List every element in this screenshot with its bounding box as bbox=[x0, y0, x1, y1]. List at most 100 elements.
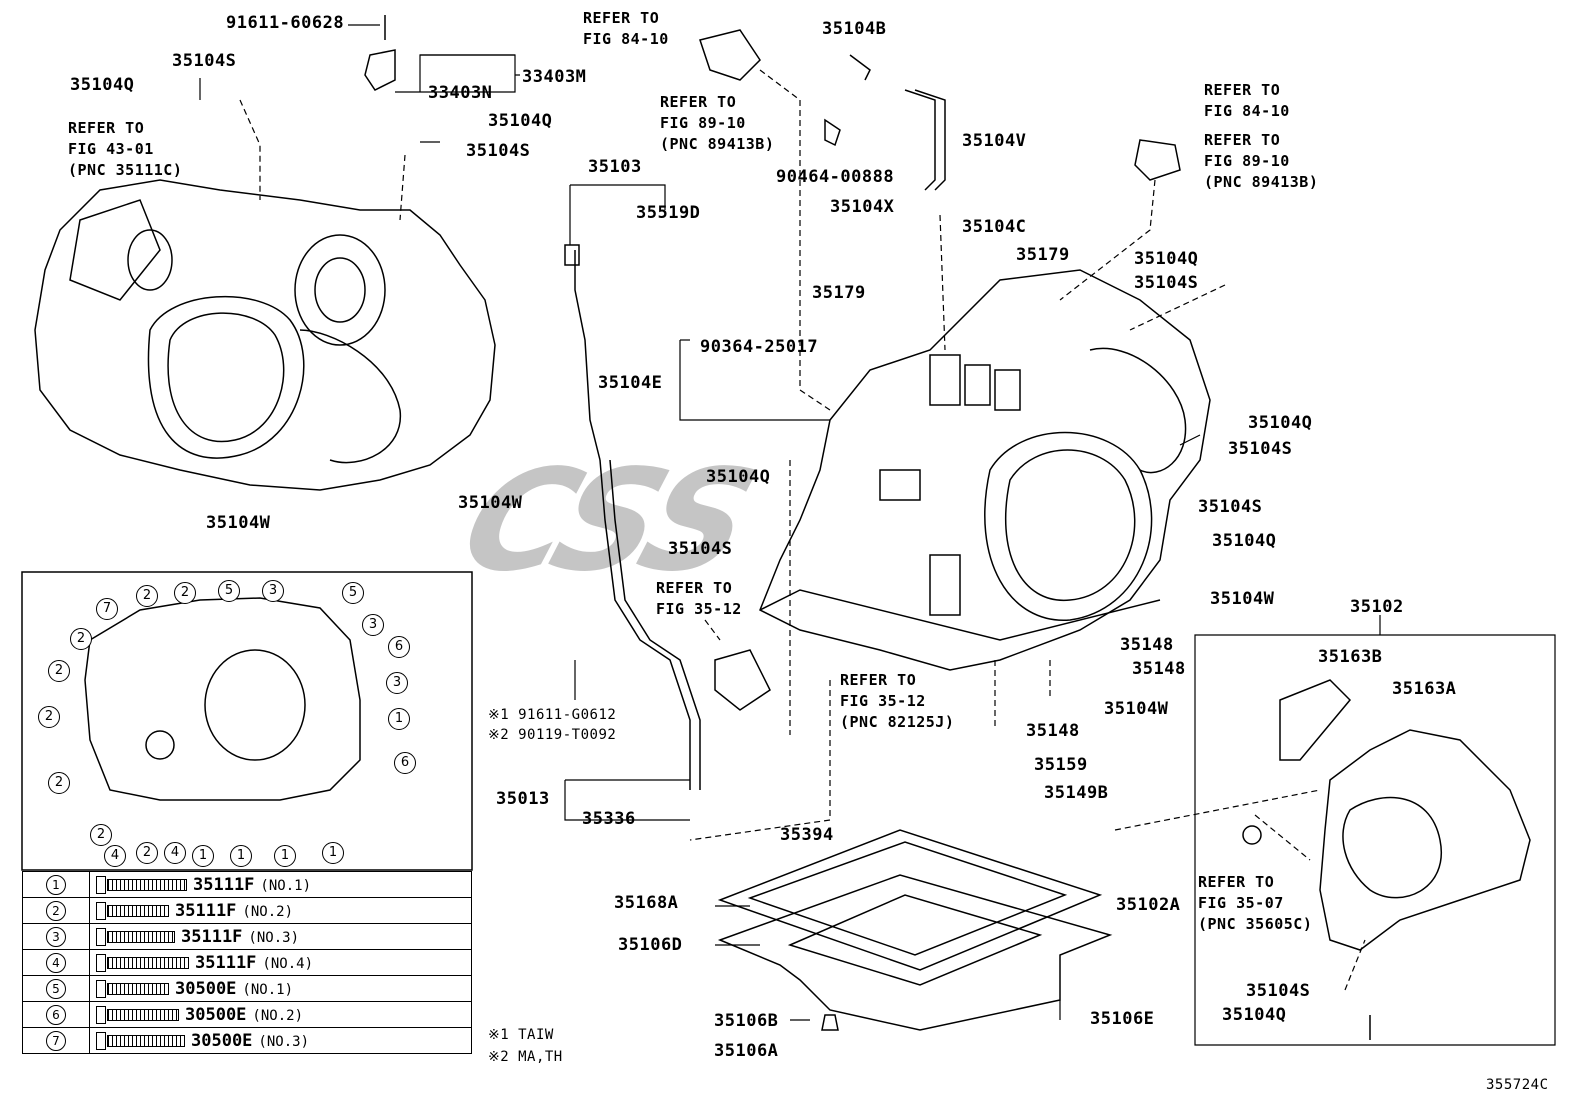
bolt-shaft-icon bbox=[107, 1034, 185, 1047]
label-35104S: 35104S bbox=[172, 51, 237, 71]
oil-pan-drawing bbox=[717, 829, 1113, 1031]
bolt-callout: 2 bbox=[136, 585, 158, 607]
label-35104W: 35104W bbox=[1210, 589, 1275, 609]
label-35104S: 35104S bbox=[466, 141, 531, 161]
label-35104Q: 35104Q bbox=[1222, 1005, 1287, 1025]
label-35104C: 35104C bbox=[962, 217, 1027, 237]
label-35106A: 35106A bbox=[714, 1041, 779, 1061]
bolt-callout: 2 bbox=[174, 582, 196, 604]
bolt-callout: 4 bbox=[164, 842, 186, 864]
bolt-callout: 1 bbox=[230, 845, 252, 867]
label-35104V: 35104V bbox=[962, 131, 1027, 151]
bolt-callout: 2 bbox=[70, 628, 92, 650]
label-35104Q: 35104Q bbox=[1134, 249, 1199, 269]
label-35104E: 35104E bbox=[598, 373, 663, 393]
label-35148: 35148 bbox=[1120, 635, 1174, 655]
label-35163B: 35163B bbox=[1318, 647, 1383, 667]
refer-fig-35-07: REFER TO FIG 35-07 (PNC 35605C) bbox=[1198, 873, 1313, 933]
bolt-size: (NO.2) bbox=[242, 903, 293, 920]
small-parts-drawing bbox=[364, 15, 1371, 1040]
label-35104Q: 35104Q bbox=[70, 75, 135, 95]
label-35104S: 35104S bbox=[1198, 497, 1263, 517]
bolt-callout: 3 bbox=[262, 580, 284, 602]
label-35148: 35148 bbox=[1026, 721, 1080, 741]
label-35104S: 35104S bbox=[1246, 981, 1311, 1001]
label-35104S: 35104S bbox=[668, 539, 733, 559]
bolt-table-row: 4 35111F (NO.4) bbox=[22, 949, 472, 976]
note-2: ※2 MA,TH bbox=[488, 1049, 563, 1065]
bolt-callout: 2 bbox=[48, 660, 70, 682]
bolt-callout: 4 bbox=[104, 845, 126, 867]
refer-fig-84-10: REFER TO FIG 84-10 bbox=[1204, 81, 1290, 120]
bolt-callout: 1 bbox=[322, 842, 344, 864]
dipstick-drawing bbox=[564, 244, 701, 790]
label-35104S: 35104S bbox=[1134, 273, 1199, 293]
label-33403N: 33403N bbox=[428, 83, 493, 103]
bolt-key: 4 bbox=[46, 953, 66, 973]
bolt-shaft-icon bbox=[107, 956, 189, 969]
leader-lines bbox=[199, 24, 1556, 1046]
label-35102A: 35102A bbox=[1116, 895, 1181, 915]
label-35106D: 35106D bbox=[618, 935, 683, 955]
footer-code: 355724C bbox=[1486, 1077, 1549, 1093]
bolt-callout: 6 bbox=[394, 752, 416, 774]
label-35104Q: 35104Q bbox=[488, 111, 553, 131]
bolt-icon bbox=[96, 979, 106, 998]
refer-fig-84-10: REFER TO FIG 84-10 bbox=[583, 9, 669, 48]
bolt-callout: 1 bbox=[274, 845, 296, 867]
note-1: ※1 TAIW bbox=[488, 1027, 554, 1043]
refer-fig-35-12-pnc: REFER TO FIG 35-12 (PNC 82125J) bbox=[840, 671, 955, 731]
bolt-icon bbox=[96, 875, 106, 894]
label-35159: 35159 bbox=[1034, 755, 1088, 775]
refer-fig-43-01: REFER TO FIG 43-01 (PNC 35111C) bbox=[68, 119, 183, 179]
label-35104W: 35104W bbox=[1104, 699, 1169, 719]
transaxle-housing-drawing bbox=[34, 179, 496, 491]
label-35013: 35013 bbox=[496, 789, 550, 809]
bolt-shaft-icon bbox=[107, 930, 175, 943]
bolt-callout: 5 bbox=[342, 582, 364, 604]
bolt-callout: 1 bbox=[192, 845, 214, 867]
bolt-part-number: 35111F bbox=[193, 874, 255, 895]
bolt-callout: 3 bbox=[362, 614, 384, 636]
bolt-callout: 2 bbox=[90, 824, 112, 846]
bolt-icon bbox=[96, 1031, 106, 1050]
bolt-key: 7 bbox=[46, 1031, 66, 1051]
label-35104Q: 35104Q bbox=[1248, 413, 1313, 433]
label-35168A: 35168A bbox=[614, 893, 679, 913]
bolt-icon bbox=[96, 953, 106, 972]
bolt-size: (NO.4) bbox=[262, 955, 313, 972]
label-90464-00888: 90464-00888 bbox=[776, 167, 895, 187]
label-35104Q: 35104Q bbox=[1212, 531, 1277, 551]
label-35104B: 35104B bbox=[822, 19, 887, 39]
bolt-key: 6 bbox=[46, 1005, 66, 1025]
bolt-callout: 3 bbox=[386, 672, 408, 694]
bolt-callout: 6 bbox=[388, 636, 410, 658]
label-35336: 35336 bbox=[582, 809, 636, 829]
label-35104Q: 35104Q bbox=[706, 467, 771, 487]
bolt-callout: 2 bbox=[136, 842, 158, 864]
label-33403M: 33403M bbox=[522, 67, 587, 87]
bolt-key: 1 bbox=[46, 875, 66, 895]
label-90364-25017: 90364-25017 bbox=[700, 337, 819, 357]
label-35104W: 35104W bbox=[206, 513, 271, 533]
bolt-icon bbox=[96, 901, 106, 920]
bolt-callout: 7 bbox=[96, 598, 118, 620]
bolt-part-number: 35111F bbox=[195, 952, 257, 973]
bolt-size: (NO.3) bbox=[248, 929, 299, 946]
label-35394: 35394 bbox=[780, 825, 834, 845]
label-35104X: 35104X bbox=[830, 197, 895, 217]
label-35179: 35179 bbox=[1016, 245, 1070, 265]
bolt-callout: 1 bbox=[388, 708, 410, 730]
label-35163A: 35163A bbox=[1392, 679, 1457, 699]
label-91611-G0612: ※1 91611-G0612 bbox=[488, 707, 617, 723]
bolt-shaft-icon bbox=[107, 982, 169, 995]
bolt-key: 2 bbox=[46, 901, 66, 921]
label-35102: 35102 bbox=[1350, 597, 1404, 617]
bolt-part-number: 30500E bbox=[175, 978, 237, 999]
